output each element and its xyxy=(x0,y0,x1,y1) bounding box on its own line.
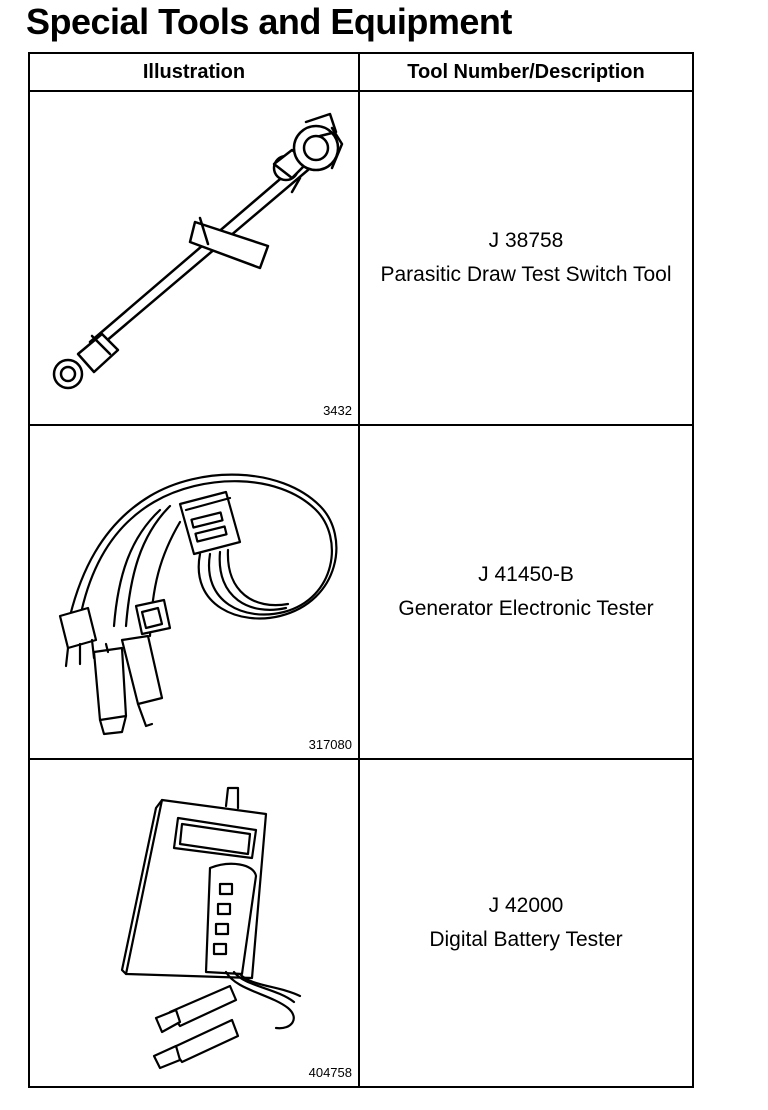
generator-tester-illustration xyxy=(58,473,338,736)
tool-number: J 38758 xyxy=(488,229,564,252)
figure-number: 317080 xyxy=(308,737,352,752)
parasitic-draw-switch-illustration xyxy=(52,112,344,390)
tool-description-cell: J 41450-B Generator Electronic Tester xyxy=(360,426,692,758)
table-row: 317080 J 41450-B Generator Electronic Te… xyxy=(30,426,692,760)
tools-table: Illustration Tool Number/Description xyxy=(28,52,694,1088)
column-header-tool: Tool Number/Description xyxy=(360,54,692,92)
illustration-cell: 3432 xyxy=(30,92,360,424)
table-row: 3432 J 38758 Parasitic Draw Test Switch … xyxy=(30,92,692,426)
illustration-cell: 317080 xyxy=(30,426,360,758)
illustration-cell: 404758 xyxy=(30,760,360,1086)
tool-description-cell: J 38758 Parasitic Draw Test Switch Tool xyxy=(360,92,692,424)
battery-tester-illustration xyxy=(120,786,302,1070)
tool-description: Parasitic Draw Test Switch Tool xyxy=(380,263,672,286)
tool-description-cell: J 42000 Digital Battery Tester xyxy=(360,760,692,1086)
tool-description: Digital Battery Tester xyxy=(429,928,623,951)
figure-number: 404758 xyxy=(308,1065,352,1080)
table-row: 404758 J 42000 Digital Battery Tester xyxy=(30,760,692,1086)
tool-description: Generator Electronic Tester xyxy=(398,597,654,620)
page-title: Special Tools and Equipment xyxy=(26,1,512,42)
column-header-illustration: Illustration xyxy=(30,54,360,92)
tool-number: J 41450-B xyxy=(478,563,574,586)
figure-number: 3432 xyxy=(323,403,352,418)
tool-number: J 42000 xyxy=(488,894,564,917)
